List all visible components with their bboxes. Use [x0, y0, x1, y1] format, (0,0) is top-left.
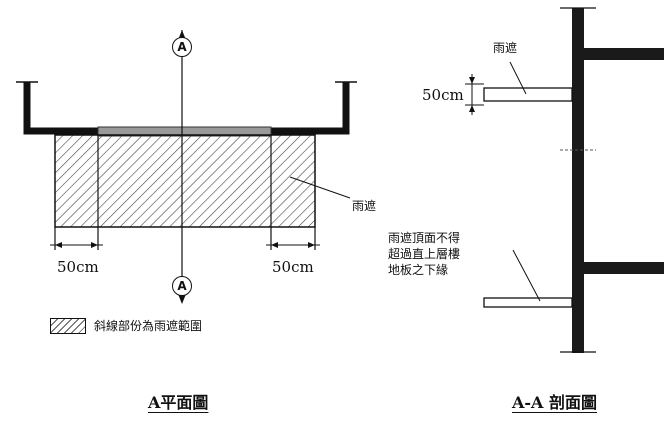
legend-hatch-swatch [50, 318, 86, 334]
plan-view [16, 30, 357, 304]
section-wall [572, 8, 584, 353]
plan-cut-arrow-bottom [178, 294, 186, 304]
section-view [465, 7, 664, 353]
plan-section-marker-top: A [172, 37, 192, 57]
plan-dim-label-right: 50cm [272, 258, 314, 276]
plan-dim-label-left: 50cm [57, 258, 99, 276]
legend-text: 斜線部份為雨遮範圍 [94, 319, 203, 333]
section-canopy-lower [483, 297, 573, 308]
section-slab-upper [584, 48, 664, 60]
plan-canopy-leader [289, 176, 351, 199]
section-slab-lower [584, 262, 664, 274]
section-dim-arrow-top [469, 77, 475, 84]
section-note-leader [512, 249, 541, 302]
section-note: 雨遮頂面不得 超過直上層樓 地板之下緣 [388, 231, 461, 277]
plan-dim-arrow-left-a [55, 242, 62, 248]
plan-canopy-label: 雨遮 [352, 199, 377, 213]
section-dim-label: 50cm [422, 86, 464, 104]
plan-canopy-area [54, 134, 316, 228]
plan-section-marker-bottom: A [172, 276, 192, 296]
section-caption: A-A 剖面圖 [512, 393, 598, 412]
plan-caption: A平面圖 [148, 393, 209, 412]
section-canopy-upper [483, 87, 573, 102]
section-dim-arrow-bottom [469, 105, 475, 112]
plan-wall-outline [23, 82, 350, 135]
section-canopy-leader [509, 61, 527, 95]
plan-dim-arrow-right-b [308, 242, 315, 248]
plan-dim-arrow-right-a [271, 242, 278, 248]
section-canopy-label: 雨遮 [493, 41, 518, 55]
plan-dim-arrow-left-b [91, 242, 98, 248]
